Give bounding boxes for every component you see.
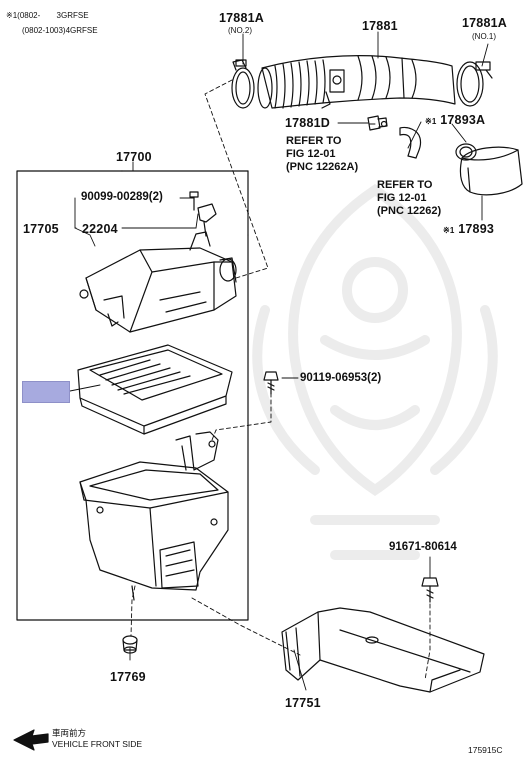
bolt-90119: [263, 371, 279, 395]
part-label-17893a[interactable]: ※1 17893A: [425, 113, 485, 127]
part-mark-17893: ※1: [443, 226, 455, 235]
clamp-17893a: [455, 143, 477, 161]
grommet: [122, 635, 138, 654]
note-line-1: ※1(0802- 3GRFSE: [6, 11, 89, 20]
dashed-connectors: [130, 79, 431, 681]
part-number-17893: 17893: [458, 222, 495, 236]
part-label-17769[interactable]: 17769: [110, 670, 146, 684]
part-label-90099[interactable]: 90099-00289(2): [81, 191, 163, 203]
figure-code: 175915C: [468, 745, 503, 755]
part-label-17705[interactable]: 17705: [23, 222, 59, 236]
watermark-emblem: [252, 183, 498, 560]
ref1-line3: (PNC 12262A): [286, 161, 359, 173]
bolt-91671: [421, 577, 439, 603]
direction-label-en: VEHICLE FRONT SIDE: [52, 739, 143, 749]
ref2-line2: FIG 12-01: [377, 192, 427, 204]
air-filter-element: [77, 344, 233, 435]
intake-hose: [257, 55, 456, 109]
leader-lines: [69, 31, 489, 691]
note-engine-2: 4GRFSE: [65, 26, 98, 35]
part-number-17893a: 17893A: [440, 113, 486, 127]
part-label-91671[interactable]: 91671-80614: [389, 541, 457, 553]
hose-clamp-right: [456, 61, 493, 107]
ref2-line3: (PNC 12262): [377, 205, 442, 217]
note-range-2: (0802-1003): [22, 26, 66, 35]
air-cleaner-cap: [79, 231, 237, 333]
part-label-17751[interactable]: 17751: [285, 696, 321, 710]
part-label-17700[interactable]: 17700: [116, 150, 152, 164]
hose-clamp-left: [231, 59, 255, 109]
part-highlight-marker[interactable]: [22, 381, 70, 403]
part-note-17881a-no2: (NO.2): [228, 26, 252, 35]
part-label-90119[interactable]: 90119-06953(2): [300, 372, 382, 384]
airflow-sensor: [197, 203, 217, 237]
ref2-line1: REFER TO: [377, 179, 433, 191]
resonator: [459, 146, 523, 196]
reference-note-12262a[interactable]: REFER TO FIG 12-01 (PNC 12262A): [286, 135, 358, 174]
part-label-17881[interactable]: 17881: [362, 19, 398, 33]
note-line-2: (0802-1003)4GRFSE: [22, 26, 98, 35]
ref1-line2: FIG 12-01: [286, 148, 336, 160]
part-label-17881d[interactable]: 17881D: [285, 116, 330, 130]
part-label-17893[interactable]: ※1 17893: [443, 222, 494, 236]
direction-label-jp: 車両前方: [52, 728, 87, 738]
breather-fitting: [367, 115, 388, 131]
breather-hose: [399, 126, 422, 159]
part-note-17881a-no1: (NO.1): [472, 32, 496, 41]
part-label-17881a-no1[interactable]: 17881A: [462, 16, 507, 30]
part-label-17881a-no2[interactable]: 17881A: [219, 11, 264, 25]
part-label-22204[interactable]: 22204: [82, 222, 118, 236]
reference-note-12262[interactable]: REFER TO FIG 12-01 (PNC 12262): [377, 179, 441, 218]
note-engine-1: 3GRFSE: [56, 11, 89, 20]
ref1-line1: REFER TO: [286, 135, 342, 147]
air-cleaner-case: [79, 431, 229, 601]
assembly-bracket: [16, 170, 249, 621]
part-mark-17893a: ※1: [425, 117, 437, 126]
note-range-1: (0802-: [17, 11, 41, 20]
air-intake-duct: [281, 607, 485, 693]
bolt-90099: [189, 191, 199, 211]
note-mark: ※1: [6, 11, 18, 20]
direction-arrow-icon: [13, 729, 49, 751]
